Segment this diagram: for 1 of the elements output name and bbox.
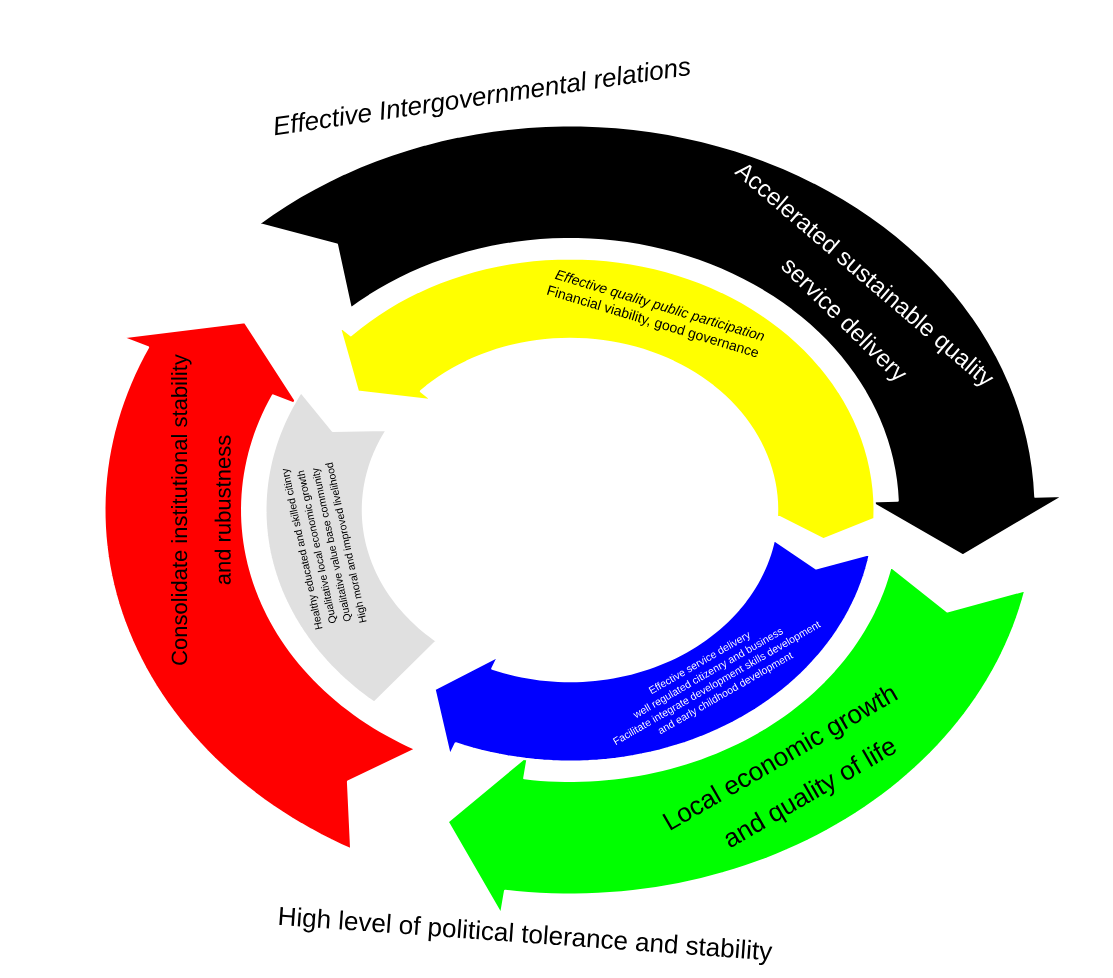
ring-segment: Healthy educated and skilled citinry Qualitative local economic growth Qualitative value base community High moral and improved livelihood (264, 390, 439, 705)
